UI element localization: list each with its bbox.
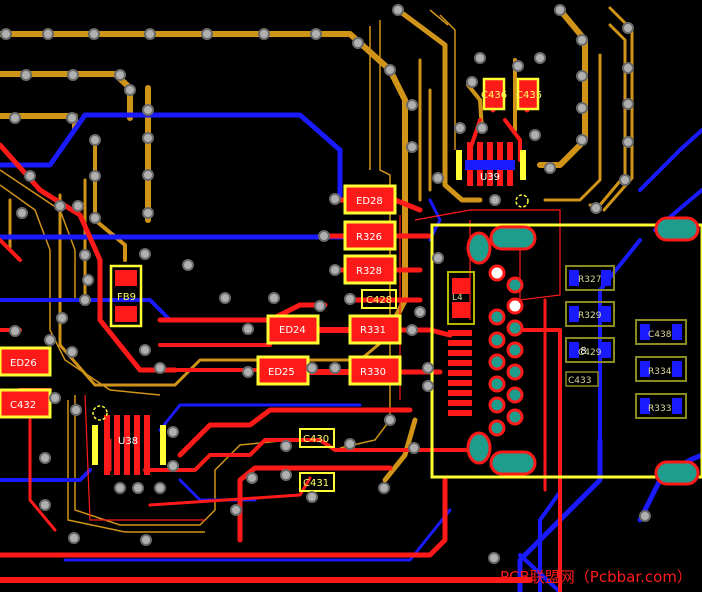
mounting-pad [466,431,492,465]
r333-footprint: R333 [635,393,687,419]
r326-footprint: R326 [343,220,397,251]
r334-label: R334 [648,367,672,377]
connector-j18: J18 L4 [430,216,702,486]
r331-label: R331 [360,325,386,336]
r328-label: R328 [356,266,382,277]
u39-label: U39 [480,172,500,183]
c433-footprint: C433 [565,371,599,387]
bottom-components: R327 R329 C429 C433 C438 R334 [565,265,687,419]
r333-label: R333 [648,404,671,414]
mounting-pad [466,231,492,265]
r329-footprint: R329 [565,301,615,327]
c430-footprint: C430 [299,428,335,448]
ed26-footprint: ED26 [0,346,52,377]
r327-footprint: R327 [565,265,615,291]
c431-label: C431 [303,478,329,489]
ed28-label: ED28 [356,196,383,207]
vias [0,4,651,564]
l4-label: L4 [452,293,463,303]
mounting-pad [489,225,537,251]
top-components: ED28 R326 R328 C428 ED24 R331 ED25 R330 [0,77,542,492]
ed24-label: ED24 [279,325,306,336]
fb9-label: FB9 [117,292,136,303]
l4-pad [452,302,470,318]
u39-footprint: U39 [456,142,529,208]
c435-label: C435 [516,90,542,101]
connector-pins [488,264,524,437]
ed25-footprint: ED25 [256,355,310,386]
l4-pad [452,278,470,294]
c438-label: C438 [648,330,672,340]
r331-footprint: R331 [348,314,402,345]
u38-label: U38 [118,436,138,447]
c436-footprint: C436 [481,77,507,111]
c430-label: C430 [303,434,329,445]
c431-footprint: C431 [299,472,335,492]
thin-gold-traces [0,9,456,533]
mounting-pad [489,450,537,476]
ed28-footprint: ED28 [343,184,397,215]
u38-footprint: U38 [92,405,166,475]
c433-label: C433 [568,376,591,386]
mounting-pad [654,460,700,486]
c432-label: C432 [10,400,36,411]
r330-footprint: R330 [348,355,402,386]
r330-label: R330 [360,367,386,378]
r326-label: R326 [356,232,382,243]
mounting-pad [654,216,700,242]
c436-label: C436 [481,90,507,101]
c435-footprint: C435 [516,77,542,111]
ed26-label: ED26 [10,358,37,369]
connector-outline [430,223,702,479]
watermark-text: PCB联盟网（Pcbbar.com） [500,568,692,586]
c428-label: C428 [366,295,392,306]
smd-fanout-pads [448,330,472,416]
c438-footprint: C438 [635,319,687,345]
fb9-footprint: FB9 [109,264,143,328]
c428-footprint: C428 [361,289,397,309]
ed24-footprint: ED24 [266,314,320,345]
r328-footprint: R328 [343,254,397,285]
ed25-label: ED25 [268,367,295,378]
r334-footprint: R334 [635,356,687,382]
l4-outline [447,271,475,325]
r329-label: R329 [578,311,602,321]
c429-label: C429 [578,348,602,358]
r327-label: R327 [578,275,601,285]
c432-footprint: C432 [0,388,52,419]
c429-footprint: C429 [565,337,615,363]
